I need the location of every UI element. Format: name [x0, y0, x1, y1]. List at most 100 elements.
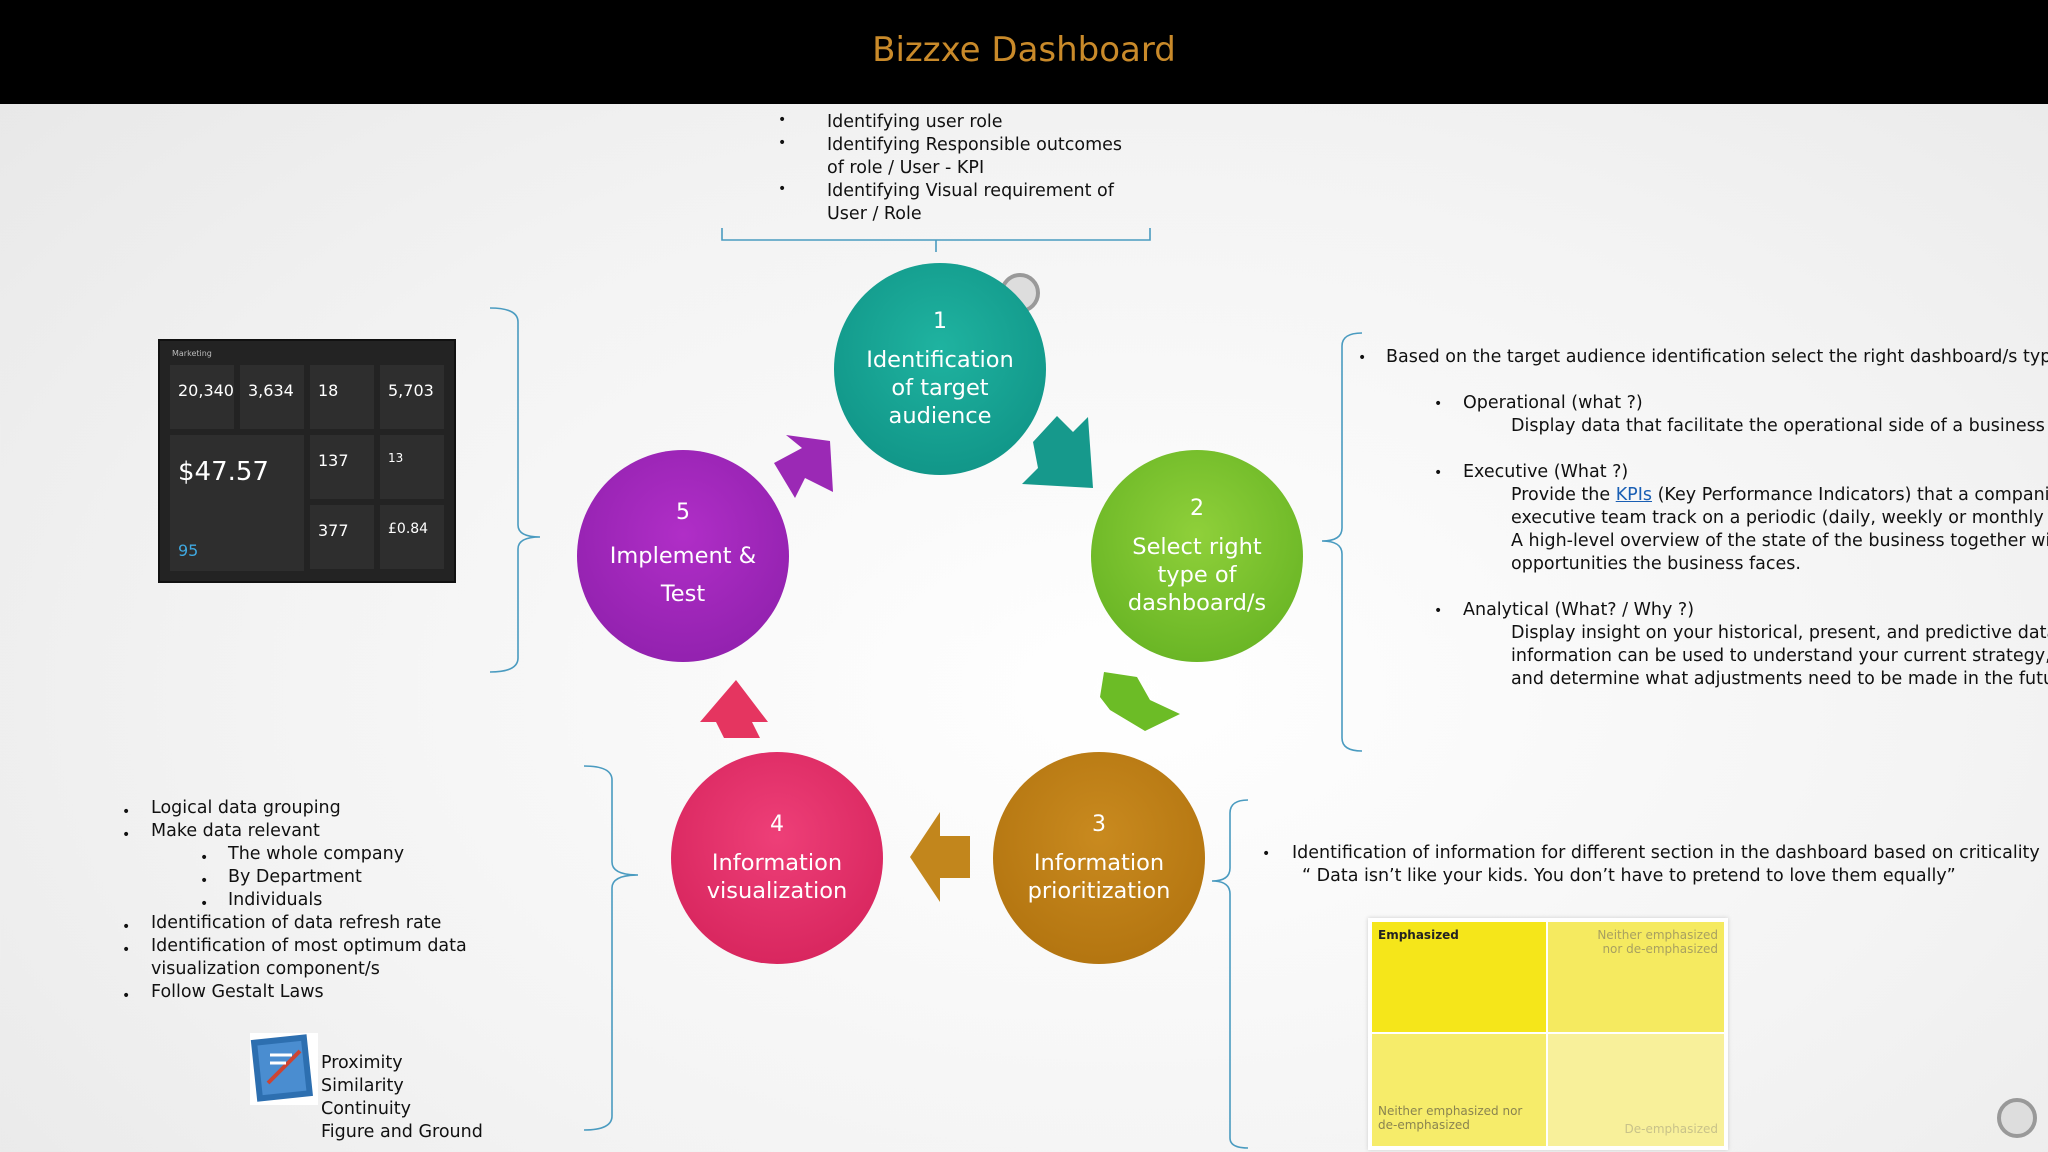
left-item-2: Make data relevant [151, 821, 320, 841]
thumb-tile: 5,703 [380, 365, 444, 429]
bottom-right-brace [1211, 799, 1249, 1149]
step-label: Information prioritization [1027, 850, 1171, 904]
thumb-value: 18 [318, 381, 339, 400]
header-bar [0, 0, 2048, 104]
executive-desc-line4: opportunities the business faces. [1511, 554, 1801, 574]
grid-label-emphasized: Emphasized [1378, 928, 1459, 942]
bullet-icon: • [1434, 465, 1443, 481]
thumb-tile: 20,340 [170, 365, 234, 429]
criticality-line: Identification of information for differ… [1292, 843, 2040, 863]
dashboard-thumbnail: Marketing 20,340 3,634 18 5,703 $47.57 9… [158, 339, 456, 583]
top-bullet-2b: of role / User - KPI [827, 158, 985, 178]
gestalt-law-3: Continuity [321, 1099, 412, 1119]
top-brace [721, 228, 1151, 252]
grid-label-neither-bottom: Neither emphasized nor de-emphasized [1378, 1104, 1523, 1132]
analytical-desc-line1: Display insight on your historical, pres… [1511, 623, 2048, 643]
bullet-icon: • [122, 942, 131, 958]
top-bullet-3: Identifying Visual requirement of [827, 181, 1114, 201]
arrow-1-to-2 [1022, 416, 1093, 488]
bullet-icon: • [778, 181, 787, 197]
grid-label-neither-top: Neither emphasized nor de-emphasized [1597, 928, 1718, 956]
bullet-icon: • [200, 873, 209, 889]
thumb-tile: 18 [310, 365, 374, 429]
grid-quadrant-emphasized [1372, 922, 1546, 1032]
operational-title: Operational (what ?) [1463, 393, 1643, 413]
step-number: 2 [1190, 496, 1204, 521]
bullet-icon: • [1262, 846, 1271, 862]
executive-desc-line2: executive team track on a periodic (dail… [1511, 508, 2048, 528]
thumb-tile: £0.84 [380, 505, 444, 569]
step-5-circle[interactable]: 5 Implement & Test [577, 450, 789, 662]
bullet-icon: • [122, 827, 131, 843]
top-bullet-2: Identifying Responsible outcomes [827, 135, 1123, 155]
left-item-5: Follow Gestalt Laws [151, 982, 324, 1002]
thumb-value: 13 [388, 451, 404, 465]
executive-desc-prefix: Provide the [1511, 485, 1616, 505]
top-bullet-3b: User / Role [827, 204, 922, 224]
thumb-value: 377 [318, 521, 349, 540]
analytical-desc-line2: information can be used to understand yo… [1511, 646, 2048, 666]
left-subitem-1: The whole company [228, 844, 405, 864]
bullet-icon: • [200, 896, 209, 912]
thumb-value: 137 [318, 451, 349, 470]
bullet-icon: • [1358, 350, 1367, 366]
arrow-4-to-5 [700, 680, 768, 738]
gestalt-icon [250, 1033, 318, 1105]
step-number: 4 [770, 812, 784, 837]
criticality-quote: “ Data isn’t like your kids. You don’t h… [1302, 866, 1956, 886]
thumbnail-header: Marketing [172, 349, 212, 358]
arrow-5-to-1 [774, 435, 833, 498]
left-subitem-2: By Department [228, 867, 362, 887]
gestalt-law-1: Proximity [321, 1053, 403, 1073]
bullet-icon: • [122, 919, 131, 935]
operational-desc: Display data that facilitate the operati… [1511, 416, 2045, 436]
step-4-circle[interactable]: 4 Information visualization [671, 752, 883, 964]
thumb-value: 5,703 [388, 381, 434, 400]
analytical-desc-line3: and determine what adjustments need to b… [1511, 669, 2048, 689]
gestalt-law-2: Similarity [321, 1076, 404, 1096]
bullet-icon: • [122, 988, 131, 1004]
bullet-icon: • [1434, 396, 1443, 412]
left-item-1: Logical data grouping [151, 798, 341, 818]
top-bullet-1: Identifying user role [827, 112, 1003, 132]
step-number: 3 [1092, 812, 1106, 837]
grid-label-de-emphasized: De-emphasized [1624, 1122, 1719, 1136]
step-label: Implement & Test [609, 543, 757, 607]
step-1-circle[interactable]: 1 Identification of target audience [834, 263, 1046, 475]
page-title: Bizzxe Dashboard [872, 30, 1176, 70]
thumb-value: $47.57 [178, 457, 269, 487]
bullet-icon: • [778, 112, 787, 128]
bottom-left-brace [583, 765, 639, 1131]
grid-quadrant-de-emphasized [1548, 1034, 1724, 1146]
step-label: Select right type of dashboard/s [1127, 534, 1267, 616]
step-2-circle[interactable]: 2 Select right type of dashboard/s [1091, 450, 1303, 662]
thumb-value: 20,340 [178, 381, 234, 400]
kpis-link[interactable]: KPIs [1615, 485, 1653, 505]
left-item-4: Identification of most optimum data [151, 936, 467, 956]
corner-circle-icon-2 [1997, 1098, 2037, 1138]
step-3-circle[interactable]: 3 Information prioritization [993, 752, 1205, 964]
executive-desc-line3: A high-level overview of the state of th… [1511, 531, 2048, 551]
executive-desc-rest: (Key Performance Indicators) that a comp… [1652, 485, 2048, 505]
bullet-icon: • [200, 850, 209, 866]
thumb-tile-large: $47.57 95 [170, 435, 304, 571]
left-item-4b: visualization component/s [151, 959, 380, 979]
thumb-tile: 13 [380, 435, 444, 499]
grid-quadrant-neither-top [1548, 922, 1724, 1032]
thumb-value: 95 [178, 541, 199, 560]
analytical-title: Analytical (What? / Why ?) [1463, 600, 1695, 620]
thumb-value: £0.84 [388, 521, 429, 537]
right-brace [1321, 332, 1363, 752]
thumb-value: 3,634 [248, 381, 294, 400]
arrow-3-to-4 [910, 812, 970, 902]
emphasis-grid: Emphasized Neither emphasized nor de-emp… [1368, 918, 1728, 1150]
step-label: Information visualization [706, 850, 848, 904]
bullet-icon: • [1434, 603, 1443, 619]
right-intro: Based on the target audience identificat… [1386, 347, 2048, 367]
left-item-3: Identification of data refresh rate [151, 913, 442, 933]
thumb-tile: 377 [310, 505, 374, 569]
bullet-icon: • [122, 804, 131, 820]
thumb-tile: 3,634 [240, 365, 304, 429]
executive-title: Executive (What ?) [1463, 462, 1629, 482]
